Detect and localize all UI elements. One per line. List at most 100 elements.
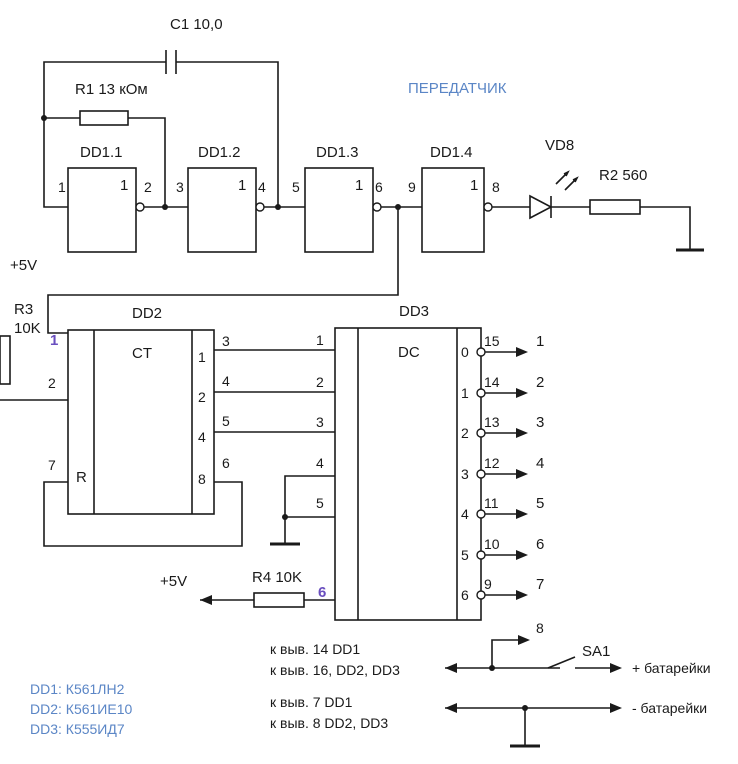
pin4-ground-wire — [284, 475, 335, 544]
arrow-right-icon — [516, 469, 528, 479]
arrow-right-icon — [516, 347, 528, 357]
plus-battery-label: + батарейки — [632, 660, 711, 676]
r1-wire-right — [128, 117, 166, 207]
dd1-3-inverter-bubble — [372, 202, 382, 212]
dd1-4-symbol: 1 — [470, 177, 478, 194]
dd1-4-pin-in: 9 — [408, 179, 416, 195]
arrow-right-icon — [518, 635, 530, 645]
junction-dot — [162, 204, 168, 210]
dd1-3-pin-out: 6 — [375, 179, 383, 195]
dd2-q2: 2 — [198, 389, 206, 405]
r2-resistor — [589, 199, 641, 215]
dd1-2-pin-in: 3 — [176, 179, 184, 195]
dd1-3-label: DD1.3 — [316, 144, 359, 161]
plus5v-left-label: +5V — [10, 257, 37, 274]
dd3-output-index: 5 — [461, 547, 469, 563]
r3-label: R3 — [14, 301, 33, 318]
sa1-pin8-wire — [491, 639, 525, 668]
dd1-2-label: DD1.2 — [198, 144, 241, 161]
dd3-pin4: 4 — [316, 455, 324, 471]
dd3-output-bubble — [476, 509, 486, 519]
arrow-right-icon — [516, 550, 528, 560]
dd1-2-symbol: 1 — [238, 177, 246, 194]
dd1-4-label: DD1.4 — [430, 144, 473, 161]
dd3-output-bubble — [476, 469, 486, 479]
dd3-output-pin: 15 — [484, 333, 500, 349]
dd3-output-number: 4 — [536, 455, 544, 472]
dd3-pin2: 2 — [316, 374, 324, 390]
arrow-right-icon — [610, 663, 622, 673]
dd3-output-pin: 11 — [484, 495, 499, 511]
chip-dd3 — [334, 327, 482, 621]
dd1-4-pin-out: 8 — [492, 179, 500, 195]
dd3-pin5: 5 — [316, 495, 324, 511]
led-vd8-diode-icon — [529, 194, 553, 220]
sa1-label: SA1 — [582, 643, 610, 660]
r3-value: 10K — [14, 320, 41, 337]
r2-label: R2 560 — [599, 167, 647, 184]
dd3-output-pin: 12 — [484, 455, 500, 471]
r4-label: R4 10K — [252, 569, 302, 586]
dd3-pin1: 1 — [316, 332, 324, 348]
dd3-output-pin: 13 — [484, 414, 500, 430]
dd1-3-symbol: 1 — [355, 177, 363, 194]
legend-dd2: DD2: К561ИЕ10 — [30, 701, 132, 717]
gate-dd1-2 — [187, 167, 257, 253]
legend-dd1: DD1: К561ЛН2 — [30, 681, 125, 697]
arrow-right-icon — [516, 428, 528, 438]
r4-resistor — [253, 592, 305, 608]
r3-resistor — [0, 335, 11, 385]
gnd-line1: к выв. 7 DD1 — [270, 694, 353, 710]
dd3-output-pin: 10 — [484, 536, 500, 552]
dd2-q4: 4 — [198, 429, 206, 445]
clock-feed-wire — [47, 207, 399, 334]
vcc-line1: к выв. 14 DD1 — [270, 641, 360, 657]
dd2-pin5: 5 — [222, 413, 230, 429]
dd1-2-pin-out: 4 — [258, 179, 266, 195]
c1-wire-right — [176, 61, 279, 207]
junction-dot — [489, 665, 495, 671]
dd3-output-number: 7 — [536, 576, 544, 593]
dd2-reset-label: R — [76, 469, 87, 486]
r2-ground-wire — [640, 206, 691, 250]
arrow-left-icon — [200, 595, 212, 605]
dd2-pin7: 7 — [48, 457, 56, 473]
dd3-output-number: 1 — [536, 333, 544, 350]
dd3-output-index: 0 — [461, 344, 469, 360]
c1-label: C1 10,0 — [170, 16, 223, 33]
dd3-label: DD3 — [399, 303, 429, 320]
dd3-output-bubble — [476, 388, 486, 398]
arrow-right-icon — [516, 590, 528, 600]
arrow-right-icon — [516, 388, 528, 398]
dd3-output-index: 6 — [461, 587, 469, 603]
dd1-1-input-wire — [43, 118, 68, 208]
dd1-1-symbol: 1 — [120, 177, 128, 194]
dd3-function: DC — [398, 344, 420, 361]
dd3-output-number: 3 — [536, 414, 544, 431]
led-ray-icon — [564, 176, 579, 191]
schematic-title: ПЕРЕДАТЧИК — [408, 80, 507, 97]
led-ray-icon — [555, 170, 570, 185]
dd2-function: CT — [132, 345, 152, 362]
dd1-1-pin-in: 1 — [58, 179, 66, 195]
dd2-pin1-mark: 1 — [50, 332, 58, 349]
dd3-output-bubble — [476, 428, 486, 438]
arrow-left-icon — [445, 663, 457, 673]
reset-loop-wire — [43, 481, 243, 547]
dd1-4-inverter-bubble — [483, 202, 493, 212]
gate-dd1-1 — [67, 167, 137, 253]
arrow-right-icon — [516, 509, 528, 519]
dd1-3-pin-in: 5 — [292, 179, 300, 195]
dd3-output-index: 2 — [461, 425, 469, 441]
legend-dd3: DD3: К555ИД7 — [30, 721, 125, 737]
dd1-1-inverter-bubble — [135, 202, 145, 212]
dd2-pin6: 6 — [222, 455, 230, 471]
dd3-output-bubble — [476, 347, 486, 357]
dd3-output-pin: 14 — [484, 374, 500, 390]
dd1-1-pin-out: 2 — [144, 179, 152, 195]
dd3-output-index: 4 — [461, 506, 469, 522]
dd2-label: DD2 — [132, 305, 162, 322]
gate-dd1-3 — [304, 167, 374, 253]
